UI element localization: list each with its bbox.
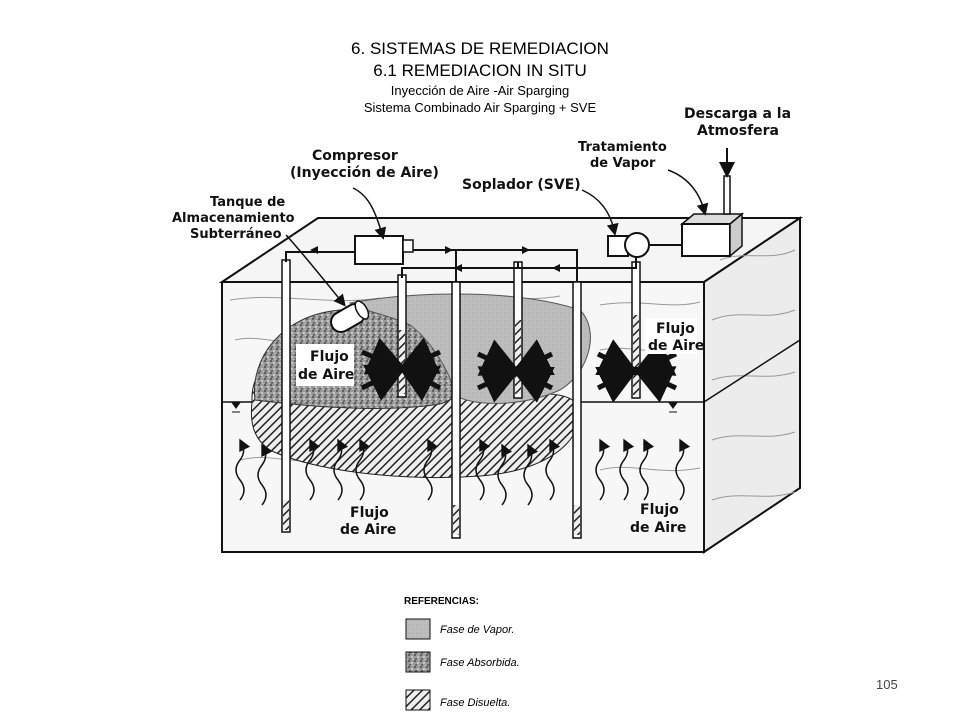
treatment-label-2: de Vapor [590, 156, 656, 171]
air-flow-label-2: de Aire [630, 520, 686, 536]
compressor-label: Compresor [312, 148, 398, 164]
compressor-sublabel: (Inyección de Aire) [290, 165, 439, 181]
legend-swatch-dissolved [405, 689, 431, 711]
blower-label: Soplador (SVE) [462, 177, 581, 193]
blower-fan [624, 232, 650, 258]
compressor [354, 235, 414, 265]
water-table-icon [231, 402, 241, 409]
callout-leaders [285, 169, 709, 307]
legend: REFERENCIAS: Fase de Vapor. Fase Absorbi… [404, 596, 520, 711]
blower [607, 232, 650, 258]
air-flow-arrows [360, 337, 678, 403]
water-table-markers [231, 402, 678, 413]
treatment-box [681, 223, 731, 257]
air-flow-label-1: Flujo [640, 502, 679, 518]
legend-item-dissolved: Fase Disuelta. [440, 697, 510, 709]
legend-swatch-absorbed [405, 651, 431, 673]
title-block: 6. SISTEMAS DE REMEDIACION 6.1 REMEDIACI… [0, 38, 960, 116]
tank-label-1: Tanque de [210, 195, 285, 210]
air-flow-label-1: Flujo [350, 505, 389, 521]
legend-swatch-vapor [405, 618, 431, 640]
legend-item-absorbed: Fase Absorbida. [440, 657, 520, 669]
well-screen [283, 500, 289, 530]
flow-label-bg [645, 318, 697, 354]
tank-label-3: Subterráneo [190, 227, 282, 242]
pipe-flow-arrows [310, 246, 560, 272]
vapor-treatment-unit [649, 148, 745, 258]
treatment-label-1: Tratamiento [578, 140, 667, 155]
air-flow-label-1: Flujo [310, 349, 349, 365]
legend-title: REFERENCIAS: [404, 596, 479, 607]
block-side-face [703, 216, 801, 554]
well-screen [515, 320, 521, 394]
compressor-box [354, 235, 404, 265]
well-screen [453, 505, 459, 535]
well-screen [574, 505, 580, 535]
page-number: 105 [876, 677, 898, 692]
sparging-well [451, 281, 461, 539]
sparging-well [281, 259, 291, 533]
air-flow-label-1: Flujo [656, 321, 695, 337]
well-screen [399, 330, 405, 394]
discharge-label-1: Descarga a la [684, 106, 791, 122]
sparging-well [572, 281, 582, 539]
discharge-label-2: Atmosfera [697, 123, 779, 139]
well-screen [633, 315, 639, 395]
exhaust-stack [723, 175, 731, 215]
diagram-caption-2: Sistema Combinado Air Sparging + SVE [363, 100, 597, 115]
diagram-caption-1: Inyección de Aire -Air Sparging [390, 83, 570, 98]
tank-label-2: Almacenamiento [172, 211, 295, 226]
bubble-arrows [235, 438, 691, 506]
air-flow-label-2: de Aire [298, 367, 354, 383]
legend-item-vapor: Fase de Vapor. [440, 624, 514, 636]
water-table-icon [668, 402, 678, 409]
flow-label-bg [296, 344, 354, 386]
slide-subtitle: 6.1 REMEDIACION IN SITU [373, 61, 587, 80]
air-flow-label-2: de Aire [340, 522, 396, 538]
underground-storage-tank [330, 300, 370, 333]
air-flow-label-2: de Aire [648, 338, 704, 354]
slide-title: 6. SISTEMAS DE REMEDIACION [351, 39, 609, 58]
